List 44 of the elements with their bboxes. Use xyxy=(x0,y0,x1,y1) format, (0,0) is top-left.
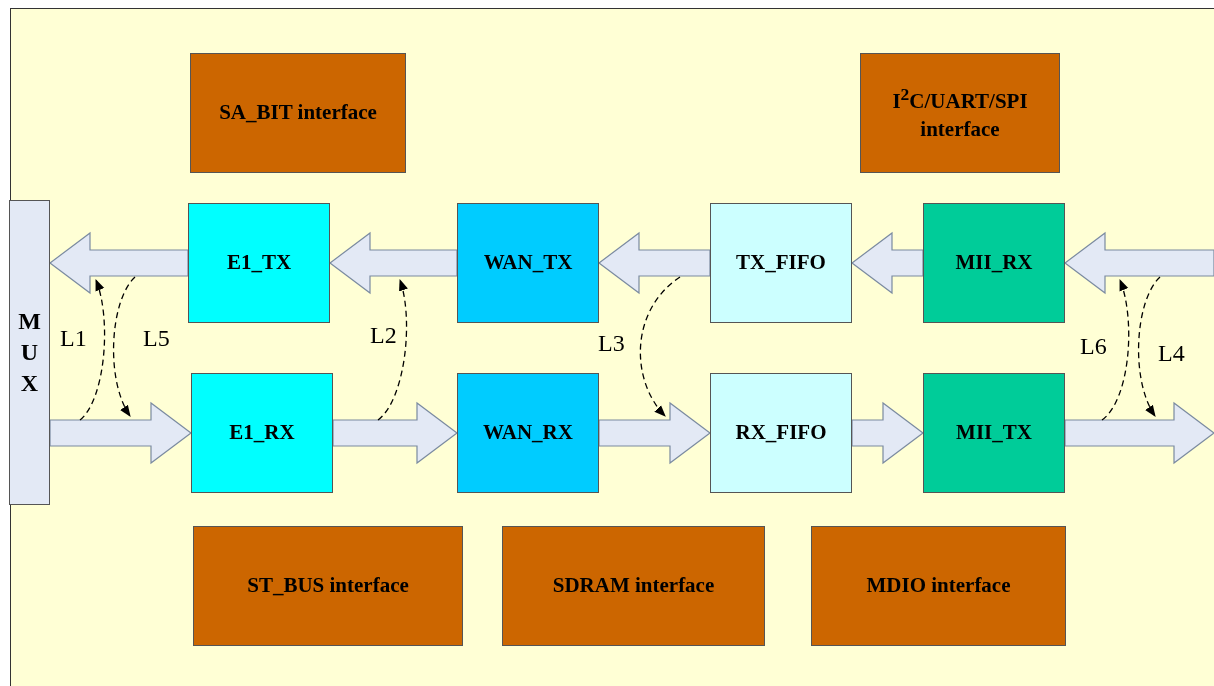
block-arrow xyxy=(851,401,924,465)
block-label: MDIO interface xyxy=(865,572,1012,600)
block-arrow xyxy=(49,231,189,295)
loopback-label: L2 xyxy=(370,322,397,349)
block xyxy=(710,203,852,323)
block xyxy=(923,373,1065,493)
block xyxy=(457,203,599,323)
block-label: MII_TX xyxy=(955,419,1033,447)
block xyxy=(923,203,1065,323)
loopback-label: L6 xyxy=(1080,333,1107,360)
block-label: TX_FIFO xyxy=(735,249,827,277)
block-label: SDRAM interface xyxy=(551,572,716,600)
block-arrow xyxy=(1064,401,1214,465)
block-label: MUX xyxy=(18,306,41,399)
block-label: ST_BUS interface xyxy=(246,572,410,600)
block-arrow xyxy=(1064,231,1214,295)
block-label: I$^{2}$C/UART/SPI interface xyxy=(891,83,1029,143)
block-label: WAN_TX xyxy=(482,249,574,277)
block-label: MII_RX xyxy=(954,249,1034,277)
block-arrow xyxy=(598,231,711,295)
block-label: E1_RX xyxy=(228,419,296,447)
block-arrow xyxy=(329,231,458,295)
block xyxy=(457,373,599,493)
block-label: E1_TX xyxy=(225,249,293,277)
block-arrow xyxy=(598,401,711,465)
block-arrow xyxy=(332,401,458,465)
loopback-label: L5 xyxy=(143,325,170,352)
loopback-label: L1 xyxy=(60,325,87,352)
interface-box xyxy=(811,526,1066,646)
block xyxy=(710,373,852,493)
interface-box xyxy=(190,53,406,173)
block xyxy=(188,203,330,323)
loopback-label: L4 xyxy=(1158,340,1185,367)
block-arrow xyxy=(851,231,924,295)
block-label: RX_FIFO xyxy=(734,419,828,447)
interface-box xyxy=(193,526,463,646)
block-label: SA_BIT interface xyxy=(218,99,378,127)
interface-box xyxy=(502,526,765,646)
interface-box xyxy=(860,53,1060,173)
block xyxy=(191,373,333,493)
block-arrow xyxy=(49,401,192,465)
mux-block xyxy=(9,200,50,505)
loopback-label: L3 xyxy=(598,330,625,357)
block-label: WAN_RX xyxy=(482,419,574,447)
